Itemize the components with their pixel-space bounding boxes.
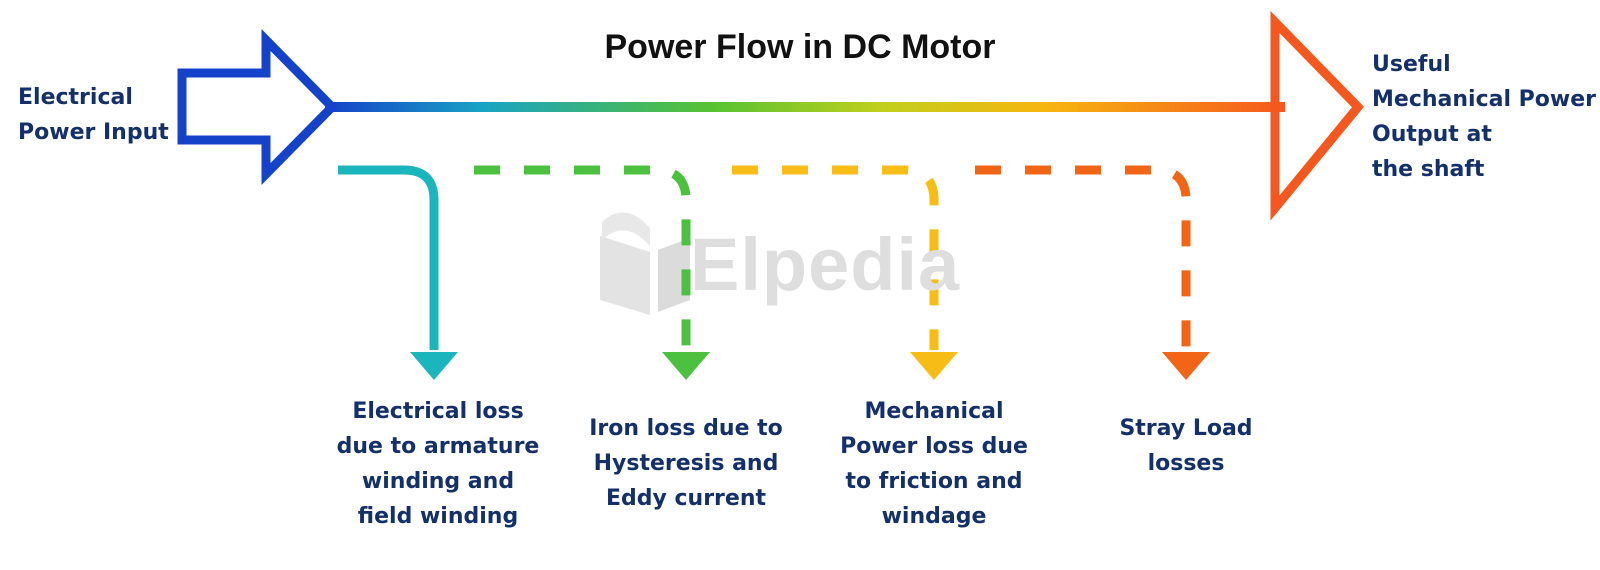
loss-label-mechanical: Mechanical Power loss due to friction an… — [840, 399, 1028, 529]
loss-arrowhead-iron-icon — [662, 352, 710, 380]
loss-branch-stray — [975, 165, 1191, 350]
input-label: Electrical Power Input — [18, 85, 169, 145]
input-arrow-icon — [177, 29, 339, 185]
loss-branch-mechanical — [732, 165, 939, 350]
diagram-title: Power Flow in DC Motor — [604, 28, 996, 66]
watermark-logo-icon — [600, 212, 690, 315]
watermark-text: Elpedia — [690, 223, 961, 306]
loss-label-stray: Stray Load losses — [1119, 416, 1253, 476]
loss-arrowhead-stray-icon — [1162, 352, 1210, 380]
loss-branch-iron — [474, 165, 691, 350]
output-label: Useful Mechanical Power Output at the sh… — [1372, 52, 1596, 182]
loss-arrowhead-mechanical-icon — [910, 352, 958, 380]
loss-branch-electrical — [338, 165, 439, 350]
loss-label-iron: Iron loss due to Hysteresis and Eddy cur… — [589, 416, 783, 511]
loss-arrowhead-electrical-icon — [410, 352, 458, 380]
loss-label-electrical: Electrical loss due to armature winding … — [336, 399, 540, 529]
output-arrow-icon — [1270, 10, 1365, 221]
